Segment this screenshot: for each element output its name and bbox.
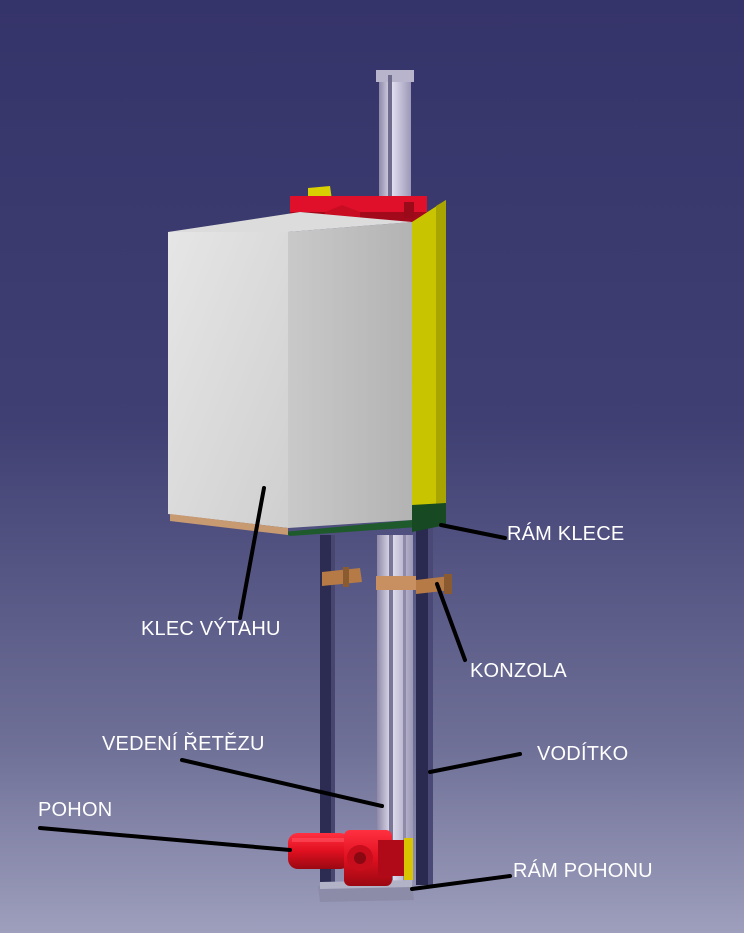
column-lower-edge [403, 535, 406, 885]
elevator-cage [168, 212, 412, 535]
gearbox-side [378, 840, 404, 876]
leader-drive-frame [410, 874, 512, 891]
bracket-left-plate [343, 567, 349, 587]
cage-frame-base [283, 505, 446, 536]
label-chain-guide: VEDENÍ ŘETĚZU [102, 733, 265, 755]
label-cage: KLEC VÝTAHU [141, 618, 281, 640]
brackets [322, 567, 452, 594]
leader-lines [38, 486, 522, 891]
cage-frame-base-corner [412, 503, 446, 532]
cage-frame-side-edge [436, 200, 446, 509]
label-drive: POHON [38, 799, 113, 821]
column-upper [379, 75, 411, 220]
drive-motor [288, 830, 413, 886]
bracket-right-plate [444, 574, 452, 594]
bracket-center [376, 576, 416, 590]
top-beam-block [404, 202, 414, 218]
bracket-left [322, 568, 362, 586]
label-drive-frame: RÁM POHONU [513, 860, 653, 882]
drive-coupling [404, 838, 413, 880]
gearbox-hub [354, 852, 366, 864]
rail-left-highlight [331, 535, 335, 885]
leader-drive [38, 826, 292, 852]
leader-guide-rail [428, 752, 522, 774]
leader-chain-guide [180, 758, 384, 808]
leader-cage [238, 486, 266, 620]
column-groove [388, 75, 392, 220]
leader-bracket [435, 582, 467, 662]
rail-left [320, 535, 331, 885]
cage-top-face [168, 212, 412, 232]
top-beam [290, 196, 427, 212]
cage-frame [283, 200, 446, 536]
cage-front-face [168, 232, 288, 528]
cage-side-face [288, 222, 412, 528]
motor-highlight [292, 838, 346, 842]
label-guide-rail: VODÍTKO [537, 743, 629, 765]
label-cage-frame: RÁM KLECE [507, 523, 625, 545]
column-lower [377, 535, 413, 885]
chain-guide-column [376, 70, 414, 885]
rail-right [416, 520, 428, 885]
guide-rails [320, 520, 433, 885]
column-lower-groove [389, 535, 393, 885]
cage-floor-edge [170, 514, 288, 535]
rail-right-highlight [428, 520, 433, 885]
bracket-right [416, 576, 452, 594]
column-cap [376, 70, 414, 82]
label-bracket: KONZOLA [470, 660, 567, 682]
leader-cage-frame [439, 523, 507, 540]
